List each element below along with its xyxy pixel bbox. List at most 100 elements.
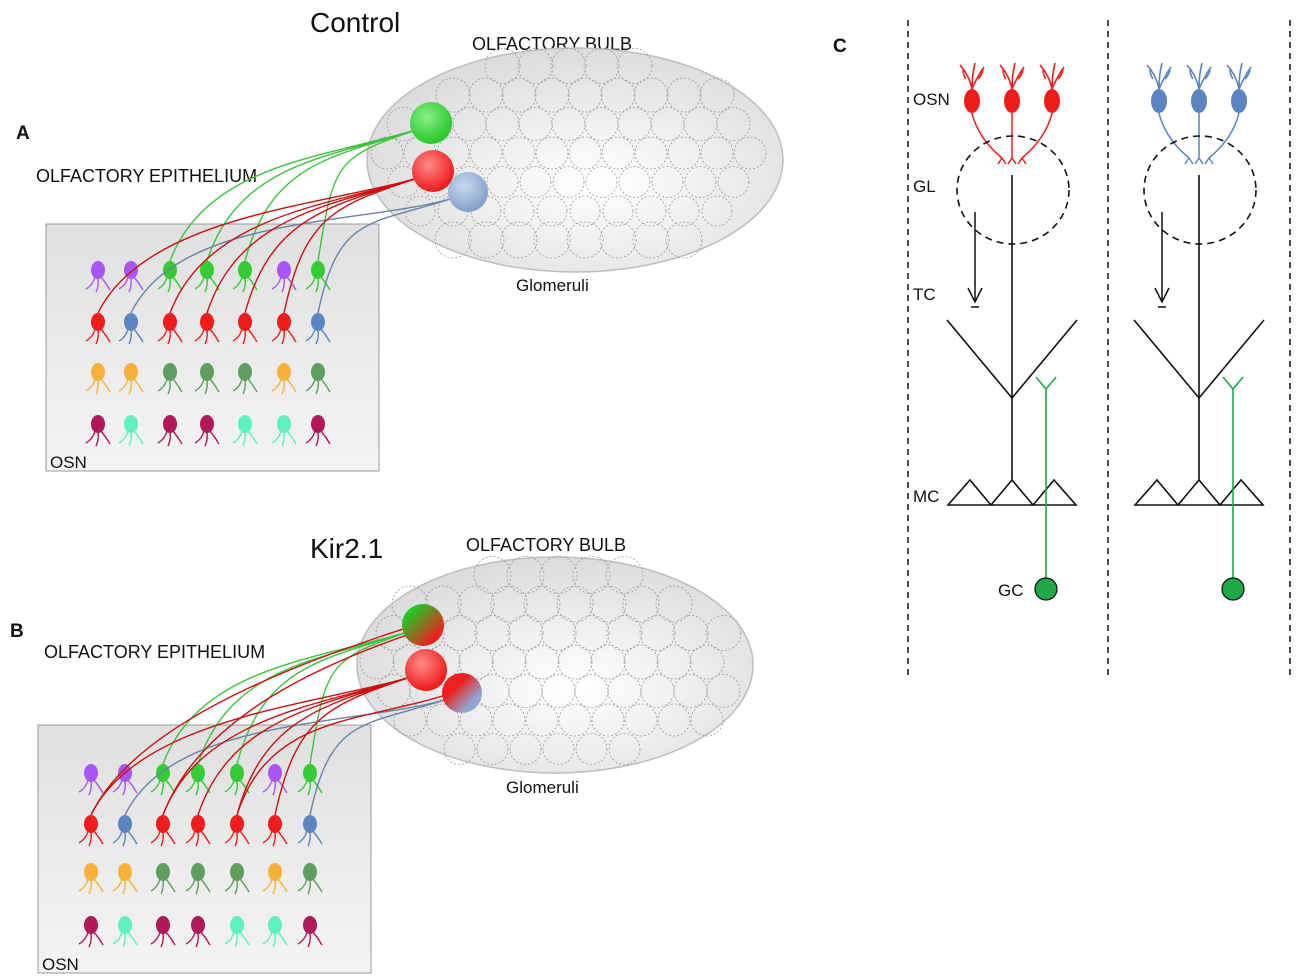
- circuit-blue: [1133, 62, 1265, 601]
- osn-cell: [959, 62, 1007, 165]
- panel-b-osn-label: OSN: [42, 955, 79, 974]
- glomerulus-outline: [657, 703, 691, 737]
- glomerulus-outline: [535, 136, 569, 170]
- glomerulus-outline: [639, 615, 676, 651]
- osn-neuron: [78, 863, 104, 895]
- osn-neuron: [78, 764, 104, 796]
- glomerulus-outline: [650, 107, 685, 141]
- glomerulus-outline: [956, 135, 1070, 245]
- osn-neuron: [185, 863, 211, 895]
- osn-neuron: [78, 815, 104, 847]
- glomerulus-outline: [491, 644, 527, 680]
- osn-neuron: [224, 815, 250, 847]
- osn-neuron: [271, 313, 297, 345]
- glomerulus-outline: [673, 674, 708, 708]
- glomerulus-outline: [575, 733, 608, 765]
- glomerulus-outline: [503, 195, 535, 227]
- osn-neuron: [185, 815, 211, 847]
- circuit-red: [946, 62, 1078, 601]
- glomerulus-outline: [585, 166, 618, 198]
- axon-path: [317, 195, 461, 314]
- osn-neuron: [232, 313, 258, 345]
- granule-cell: [1034, 577, 1058, 601]
- glomerulus-outline: [486, 166, 519, 198]
- osn-neurons: [85, 261, 331, 447]
- osn-neuron: [305, 313, 331, 345]
- glomerulus-outline: [376, 674, 411, 708]
- glomerulus-outline: [635, 195, 667, 227]
- glomerulus-outline: [469, 136, 503, 170]
- glomerulus-blue: [448, 172, 488, 212]
- axon-path: [130, 195, 461, 314]
- glomerulus-outline: [733, 136, 767, 170]
- osn-neuron: [262, 815, 288, 847]
- panel-a-glomeruli-label: Glomeruli: [516, 276, 589, 295]
- layer-label-mc: MC: [913, 487, 939, 506]
- glomerulus-red-blue: [442, 673, 482, 713]
- glomerulus-outline: [484, 48, 521, 84]
- glomerulus-outline: [583, 48, 620, 84]
- glomerulus-outline: [566, 221, 604, 259]
- glomerulus-outline: [690, 703, 724, 737]
- glomerulus-outline: [452, 107, 487, 141]
- glomerulus-outline: [589, 585, 627, 623]
- panel-b-title: Kir2.1: [310, 533, 383, 564]
- glomerulus-outline: [525, 703, 559, 737]
- glomerulus-outline: [569, 195, 601, 227]
- lateral-dendrites: [946, 319, 1078, 400]
- glomerulus-green-red: [402, 604, 444, 646]
- glomerulus-outline: [651, 166, 684, 198]
- glomerulus-outline: [470, 195, 502, 227]
- glomerulus-outline: [536, 195, 568, 227]
- glomerulus-outline: [524, 644, 560, 680]
- osn-neuron: [262, 916, 288, 948]
- osn-neuron: [118, 313, 144, 345]
- osn-neuron: [271, 415, 297, 447]
- glomerulus-outline: [509, 733, 542, 765]
- panel-a-control: A Control OLFACTORY BULB OLFACTORY EPITH…: [16, 7, 784, 472]
- panel-a-letter: A: [16, 123, 30, 144]
- mitral-cell-layer: [946, 478, 1078, 507]
- tufted-cell: [967, 212, 983, 308]
- axon-path: [309, 696, 455, 816]
- osn-neuron: [262, 863, 288, 895]
- glomerulus-outline: [426, 703, 460, 737]
- glomerulus-outline: [568, 136, 602, 170]
- granule-spine: [1222, 376, 1244, 391]
- axon-path: [236, 628, 418, 765]
- panel-b-epithelium-label: OLFACTORY EPITHELIUM: [44, 642, 265, 662]
- glomerulus-outline: [572, 556, 611, 594]
- osn-neuron: [112, 916, 138, 948]
- osn-neuron: [150, 863, 176, 895]
- axon-path: [97, 174, 428, 314]
- tufted-cell: [1154, 212, 1170, 308]
- osn-neuron: [297, 764, 323, 796]
- panel-a-osn-label: OSN: [50, 453, 87, 472]
- osn-neuron: [85, 415, 111, 447]
- layer-label-tc: TC: [913, 285, 936, 304]
- osn-neuron: [185, 916, 211, 948]
- panel-b-bulb-label: OLFACTORY BULB: [466, 535, 626, 555]
- osn-neuron: [232, 363, 258, 395]
- glomerulus-outline: [434, 221, 472, 259]
- osn-neuron: [112, 815, 138, 847]
- glomerulus-outline: [519, 166, 552, 198]
- glomerulus-outline: [705, 615, 742, 651]
- osn-cell: [1204, 62, 1252, 165]
- panel-a-epithelium-label: OLFACTORY EPITHELIUM: [36, 166, 257, 186]
- osn-cell: [1146, 62, 1194, 165]
- glomerulus-outline: [599, 221, 637, 259]
- glomerulus-outline: [501, 77, 537, 113]
- osn-axons: [97, 126, 461, 314]
- glomerulus-outline: [605, 556, 644, 594]
- olfactory-bulb: [366, 47, 784, 273]
- glomerulus-outline: [558, 703, 592, 737]
- glomerulus-outline: [606, 615, 643, 651]
- axon-path: [90, 624, 416, 816]
- glomerulus-red: [412, 150, 454, 192]
- glomerulus-outline: [475, 674, 510, 708]
- glomerulus-outline: [699, 77, 735, 113]
- glomerulus-outline: [476, 733, 509, 765]
- glomerulus-outline: [624, 703, 658, 737]
- osn-neuron: [85, 313, 111, 345]
